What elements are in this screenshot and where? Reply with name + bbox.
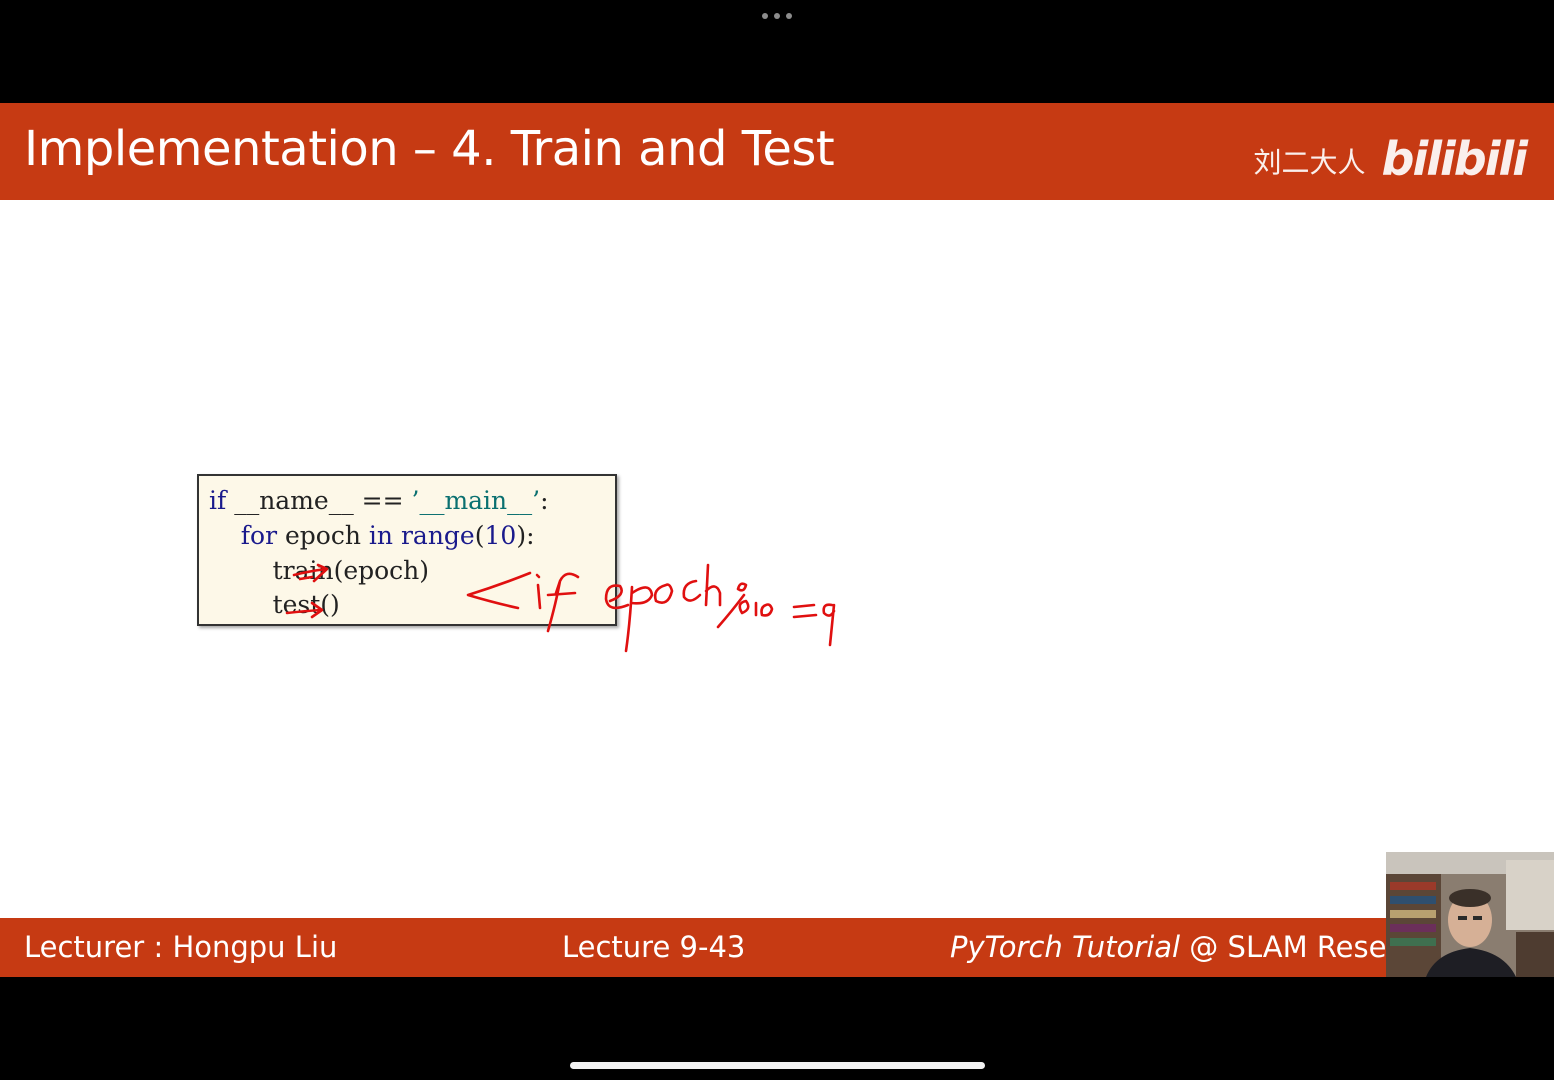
code-token: if	[209, 486, 227, 515]
footer-bar: Lecturer : Hongpu Liu Lecture 9-43 PyTor…	[0, 918, 1554, 977]
top-letterbox	[0, 0, 1554, 103]
slide-title: Implementation – 4. Train and Test	[24, 121, 835, 177]
code-token: __name__ ==	[226, 486, 412, 515]
ink-percent	[716, 582, 750, 629]
course-name: PyTorch Tutorial	[950, 930, 1181, 964]
slide: Implementation – 4. Train and Test 刘二大人 …	[0, 103, 1554, 977]
code-token	[393, 521, 401, 550]
code-line: for epoch in range(10):	[209, 521, 535, 551]
title-bar: Implementation – 4. Train and Test 刘二大人 …	[0, 103, 1554, 200]
lecturer-label: Lecturer : Hongpu Liu	[24, 930, 338, 964]
code-token: epoch	[277, 521, 369, 550]
watermark: 刘二大人 bilibili	[1253, 132, 1528, 186]
dot	[786, 13, 792, 19]
bilibili-logo: bilibili	[1381, 132, 1528, 186]
webcam-overlay[interactable]	[1386, 852, 1554, 977]
code-token: 10	[484, 521, 517, 550]
code-token: ’__main__’	[411, 486, 541, 515]
code-token: (	[474, 521, 485, 550]
code-block: if __name__ == ’__main__’: for epoch in …	[197, 474, 617, 626]
dot	[774, 13, 780, 19]
code-line: train(epoch)	[209, 556, 429, 586]
code-line: if __name__ == ’__main__’:	[209, 486, 549, 516]
lecture-number: Lecture 9-43	[562, 930, 746, 964]
code-token: test()	[209, 590, 340, 619]
code-token: for	[209, 521, 278, 550]
course-affiliation: @ SLAM Resea	[1180, 930, 1405, 964]
code-token: :	[540, 486, 549, 515]
code-token: train(epoch)	[209, 556, 430, 585]
more-dots-icon[interactable]	[762, 11, 792, 21]
dot	[762, 13, 768, 19]
code-token: range	[400, 521, 475, 550]
webcam-feed	[1386, 852, 1554, 977]
code-token: ):	[516, 521, 535, 550]
code-line: test()	[209, 590, 340, 620]
course-label: PyTorch Tutorial @ SLAM Resea	[950, 927, 1404, 967]
code-token: in	[368, 521, 394, 550]
watermark-author: 刘二大人	[1253, 146, 1366, 179]
home-indicator[interactable]	[570, 1062, 985, 1069]
